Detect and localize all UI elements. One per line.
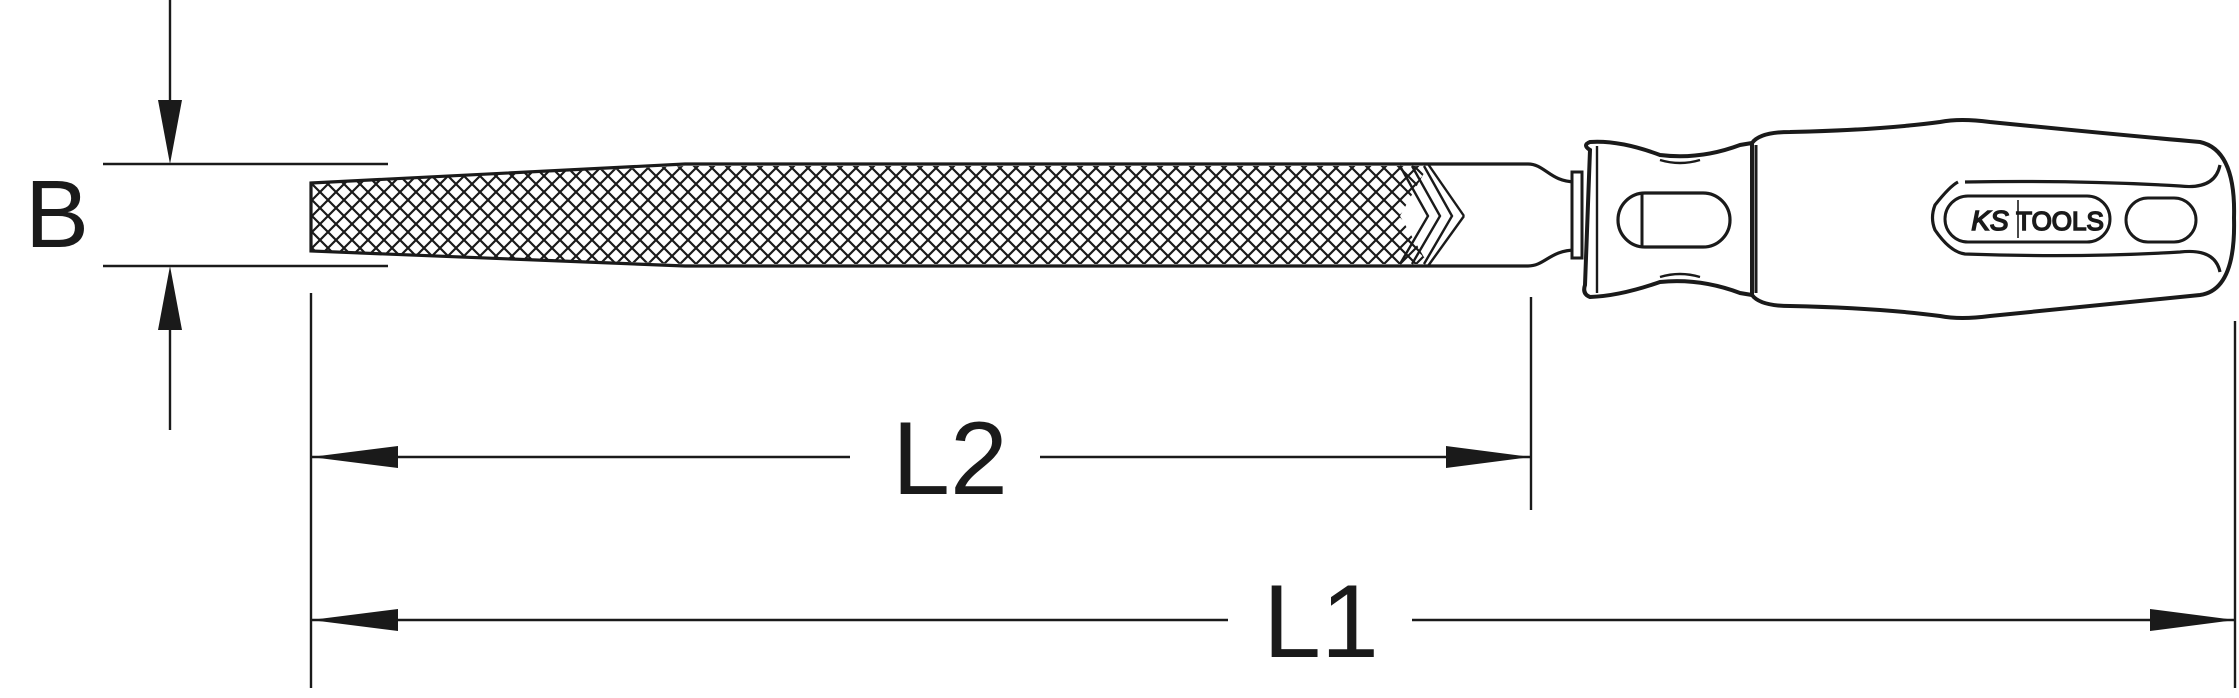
arrow-left-icon xyxy=(311,446,398,468)
arrow-down-icon xyxy=(158,100,182,164)
arrow-left-icon xyxy=(311,609,398,631)
chevron-edge xyxy=(1398,165,1454,265)
width-dimension-b xyxy=(103,0,388,430)
knurled-surface xyxy=(311,166,1428,264)
file-blade xyxy=(309,162,1578,268)
total-length-dimension-l1 xyxy=(311,609,2235,631)
svg-text:TOOLS: TOOLS xyxy=(2016,206,2104,236)
extension-lines xyxy=(309,293,2237,688)
logo-badge xyxy=(1943,194,2112,244)
handle-grip xyxy=(1750,118,2237,320)
label-l2: L2 xyxy=(892,401,1008,517)
ferrule xyxy=(1570,170,1584,260)
handle-collar xyxy=(1582,139,1754,300)
arrow-right-icon xyxy=(2150,609,2235,631)
svg-text:KS: KS xyxy=(1971,205,2009,236)
grip-window xyxy=(2124,196,2198,244)
arrow-right-icon xyxy=(1446,446,1531,468)
blade-length-dimension-l2 xyxy=(311,446,1531,468)
label-l1: L1 xyxy=(1263,564,1379,680)
arrow-up-icon xyxy=(158,266,182,330)
file-handle xyxy=(1570,118,2237,320)
collar-window xyxy=(1616,191,1732,249)
ks-tools-logo: KS TOOLS xyxy=(1971,200,2105,238)
grip-inlay xyxy=(1930,164,2222,273)
label-b: B xyxy=(25,161,89,268)
